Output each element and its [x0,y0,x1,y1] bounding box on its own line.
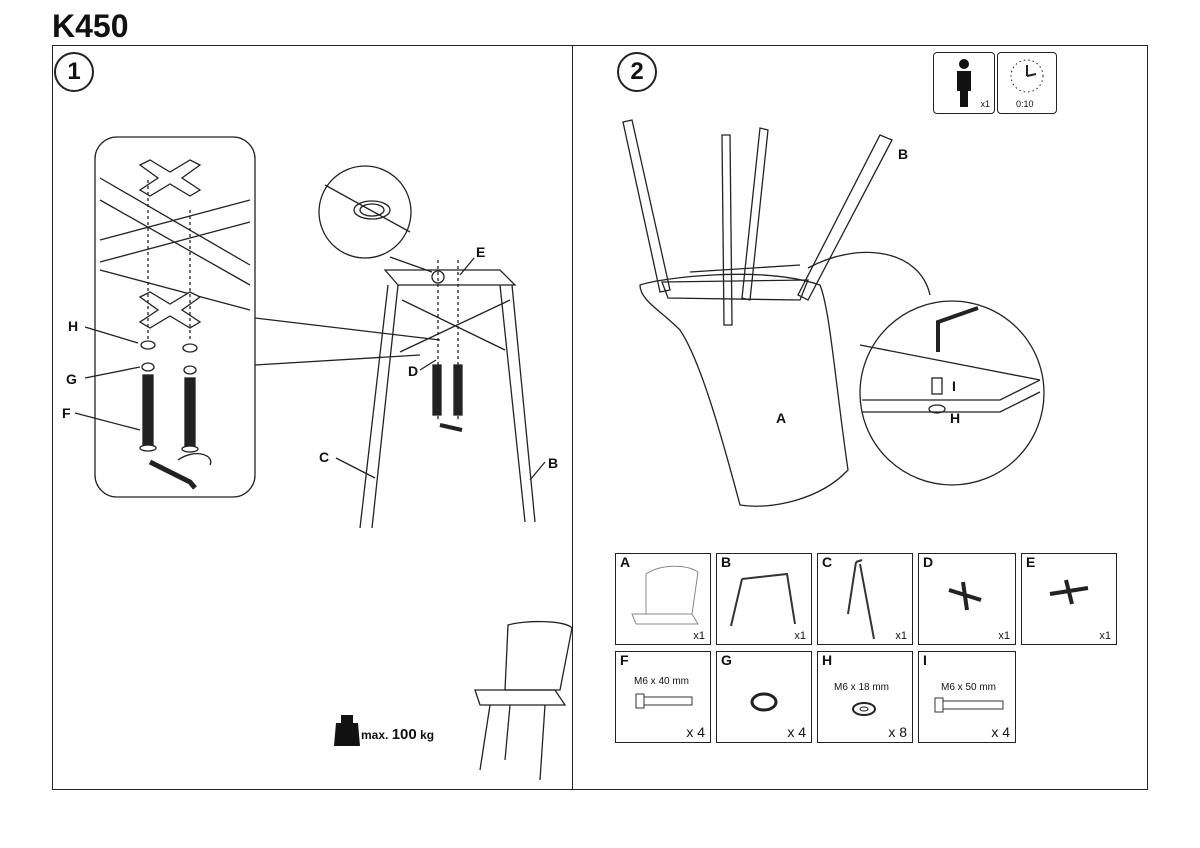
time-value: 0:10 [1016,99,1034,109]
washer-icon [852,702,876,716]
label-i2: I [952,378,956,394]
front-legs-icon [730,572,796,627]
step-2-badge: 2 [617,52,657,92]
cross-plate-icon [948,581,982,611]
part-d: D x1 [918,553,1016,645]
part-letter: G [721,652,732,668]
part-spec: M6 x 18 mm [834,682,890,693]
cross-plate-icon [1049,579,1089,605]
part-qty: x 4 [787,724,806,740]
persons-icon-box: x1 [933,52,995,114]
rear-legs-icon [847,559,875,640]
part-letter: B [721,554,732,570]
time-icon-box: 0:10 [997,52,1057,114]
part-letter: H [822,652,833,668]
spring-washer-icon [750,692,778,712]
step-1-badge: 1 [54,52,94,92]
label-h: H [68,318,79,334]
max-unit: kg [420,728,435,742]
part-f: F M6 x 40 mm x 4 [615,651,711,743]
clock-icon [1010,59,1044,93]
part-letter: A [620,554,631,570]
max-load: max. 100 kg [361,726,434,743]
label-h2: H [950,410,961,426]
part-qty: x1 [998,630,1010,642]
panel-divider [572,45,573,790]
long-bolt-icon [934,697,1004,713]
part-letter: F [620,652,629,668]
part-qty: x1 [1099,630,1111,642]
part-h: H M6 x 18 mm x 8 [817,651,913,743]
part-b: B x1 [716,553,812,645]
part-qty: x 4 [991,724,1010,740]
part-letter: I [923,652,927,668]
label-f: F [62,405,71,421]
seat-icon [631,565,699,625]
bolt-icon [635,693,693,709]
instructions-frame [52,45,1148,790]
person-icon [957,59,971,107]
part-i: I M6 x 50 mm x 4 [918,651,1016,743]
max-value: 100 [391,726,417,743]
part-g: G x 4 [716,651,812,743]
label-d: D [408,363,419,379]
part-letter: D [923,554,934,570]
part-a: A x1 [615,553,711,645]
part-qty: x1 [794,630,806,642]
model-title: K450 [52,8,129,44]
label-e: E [476,244,486,260]
label-c: C [319,449,330,465]
max-prefix: max. [361,728,389,742]
part-spec: M6 x 40 mm [634,676,690,687]
label-g: G [66,371,77,387]
part-spec: M6 x 50 mm [941,682,997,693]
label-b: B [548,455,559,471]
part-qty: x1 [895,630,907,642]
part-letter: E [1026,554,1036,570]
part-qty: x 4 [686,724,705,740]
part-qty: x 8 [888,724,907,740]
part-e: E x1 [1021,553,1117,645]
label-a2: A [776,410,787,426]
part-qty: x1 [693,630,705,642]
part-letter: C [822,554,833,570]
label-b2: B [898,146,909,162]
part-c: C x1 [817,553,913,645]
persons-count: x1 [980,99,990,109]
